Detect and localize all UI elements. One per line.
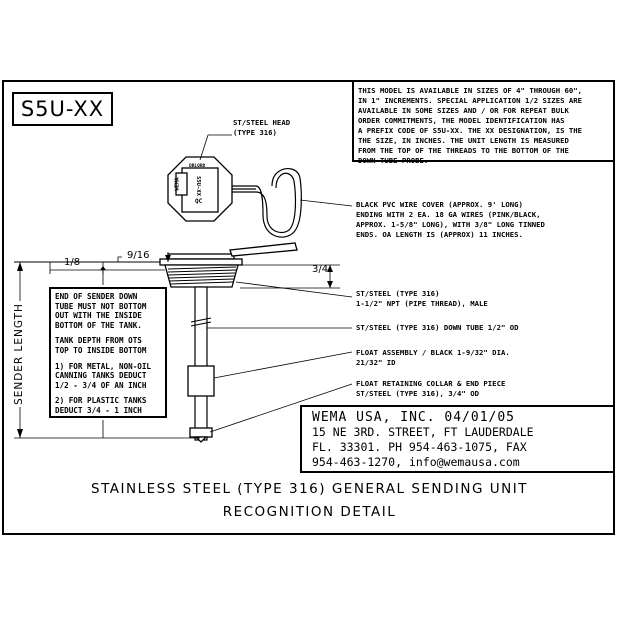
model-note-line: A PREFIX CODE OF S5U-XX. THE XX DESIGNAT… [358, 126, 583, 135]
model-note-line: IN 1" INCREMENTS. SPECIAL APPLICATION 1/… [358, 96, 583, 105]
wire-note-line: ENDING WITH 2 EA. 18 GA WIRES (PINK/BLAC… [356, 210, 541, 219]
sender-note-line: CANNING TANKS DEDUCT [55, 371, 147, 381]
wire-leader [299, 199, 353, 207]
head-top-view [167, 156, 302, 238]
model-note: THIS MODEL IS AVAILABLE IN SIZES OF 4" T… [352, 82, 615, 165]
dimension-3-4: 3/4 [312, 264, 329, 275]
model-note-line: THE SIZE, IN INCHES. THE UNIT LENGTH IS … [358, 136, 569, 145]
collar-callout-line: ST/STEEL (TYPE 316), 3/4" OD [356, 389, 480, 398]
collar-callout-line: FLOAT RETAINING COLLAR & END PIECE [356, 379, 506, 388]
drawing-title: STAINLESS STEEL (TYPE 316) GENERAL SENDI… [91, 481, 528, 497]
head-label-line2: (TYPE 316) [233, 128, 277, 137]
model-note-line: AVAILABLE IN SOME SIZES AND / OR FOR REP… [358, 106, 569, 115]
head-leader [199, 134, 232, 161]
head-text-side: WEMA [174, 177, 181, 191]
sender-note-line: TANK DEPTH FROM OTS [55, 336, 142, 346]
sender-side-view [14, 242, 298, 443]
sender-note-line: OUT WITH THE INSIDE [55, 311, 142, 321]
model-note-line: FROM THE TOP OF THE THREADS TO THE BOTTO… [358, 146, 569, 155]
sender-note-line: BOTTOM OF THE TANK. [55, 320, 142, 330]
head-text-model: S5U-XX [194, 176, 201, 196]
company-phone-fax: FL. 33301. PH 954-463-1075, FAX [312, 440, 527, 454]
wire-note-line: BLACK PVC WIRE COVER (APPROX. 9' LONG) [356, 200, 523, 209]
head-text-top: ORLORD [189, 164, 206, 169]
dimension-arrows [17, 255, 333, 438]
thread-hatching [167, 266, 237, 285]
sender-note-line: END OF SENDER DOWN [55, 292, 138, 301]
drawing-subtitle: RECOGNITION DETAIL [222, 504, 397, 520]
drawing-frame [2, 80, 615, 535]
sender-note-line: DEDUCT 3/4 - 1 INCH [55, 405, 142, 415]
company-block: WEMA USA, INC. 04/01/05 15 NE 3RD. STREE… [300, 405, 615, 473]
wire-note-line: APPROX. 1-5/8" LONG), WITH 3/8" LONG TIN… [356, 220, 545, 229]
model-note-line: DOWN TUBE PROBE. [358, 156, 429, 165]
dimension-1-8: 1/8 [64, 257, 81, 268]
thread-callout-line: 1-1/2" NPT (PIPE THREAD), MALE [356, 299, 488, 308]
sender-note-line: TUBE MUST NOT BOTTOM [55, 301, 147, 311]
company-fax-email: 954-463-1270, info@wemausa.com [312, 455, 520, 469]
sender-note-line: 2) FOR PLASTIC TANKS [55, 396, 147, 406]
tube-callout-line: ST/STEEL (TYPE 316) DOWN TUBE 1/2" OD [356, 323, 519, 332]
head-text-bottom: QC [195, 198, 203, 205]
sender-note-line: TOP TO INSIDE BOTTOM [55, 345, 147, 355]
float-callout-line: FLOAT ASSEMBLY / BLACK 1-9/32" DIA. [356, 348, 510, 357]
company-name-date: WEMA USA, INC. 04/01/05 [312, 410, 516, 425]
sender-note-line: 1) FOR METAL, NON-OIL [55, 361, 152, 371]
wire-note-line: ENDS. OA LENGTH IS (APPROX) 11 INCHES. [356, 230, 523, 239]
model-note-line: THIS MODEL IS AVAILABLE IN SIZES OF 4" T… [358, 86, 583, 95]
sender-length-label: SENDER LENGTH [12, 301, 25, 407]
sender-length-note: END OF SENDER DOWN TUBE MUST NOT BOTTOM … [49, 287, 167, 418]
head-label-line1: ST/STEEL HEAD [233, 118, 291, 127]
float-callout-line: 21/32" ID [356, 358, 396, 367]
thread-callout-line: ST/STEEL (TYPE 316) [356, 289, 440, 298]
sender-note-line: 1/2 - 3/4 OF AN INCH [55, 380, 147, 390]
dimension-9-16: 9/16 [127, 250, 150, 261]
company-address: 15 NE 3RD. STREET, FT LAUDERDALE [312, 425, 534, 439]
part-number-box: S5U-XX [12, 92, 113, 126]
model-note-line: ORDER COMMITMENTS, THE MODEL IDENTIFICAT… [358, 116, 565, 125]
